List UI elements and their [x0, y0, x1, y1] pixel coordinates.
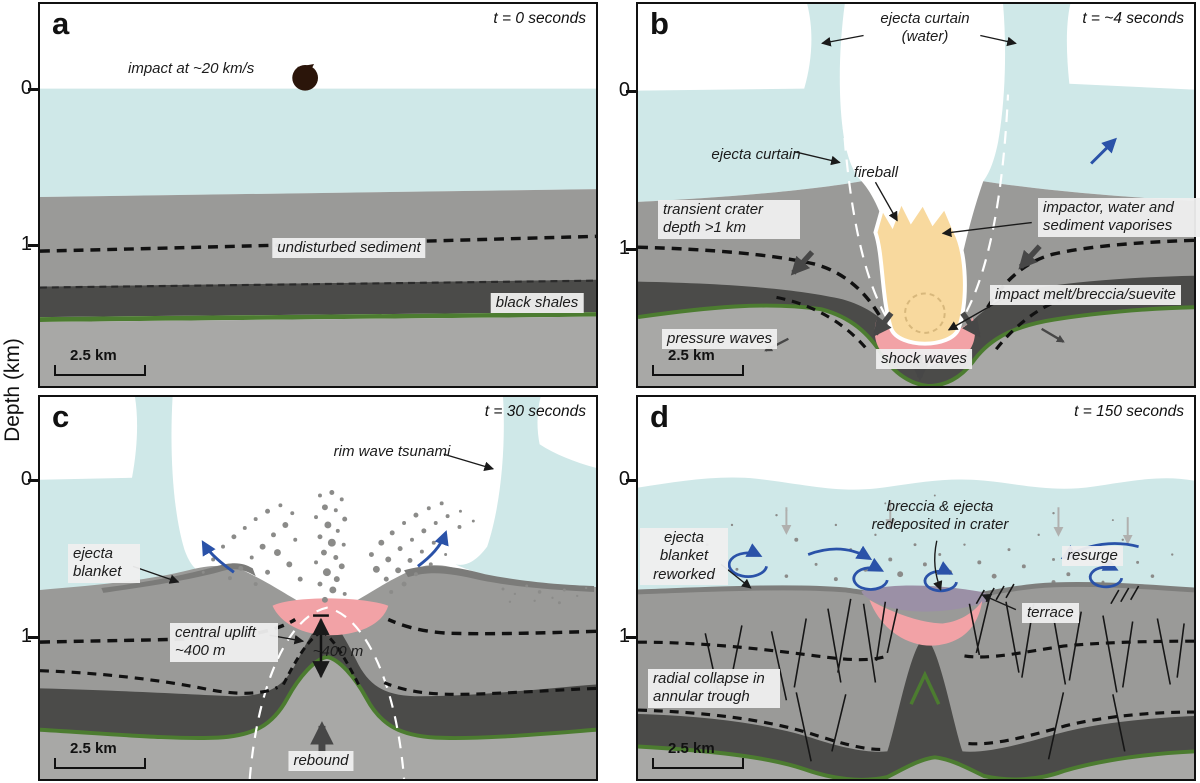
depth-tick-1: 1: [20, 625, 32, 647]
water-layer: [40, 88, 596, 197]
depth-tick-1: 1: [20, 233, 32, 255]
label-terrace: terrace: [1022, 603, 1079, 624]
depth-tick-0: 0: [618, 468, 630, 490]
scale-bar: 2.5 km: [652, 347, 744, 376]
water-inrush-blue-arrow: [1090, 137, 1117, 165]
depth-tick-0-mark: [626, 479, 636, 482]
label-radial-collapse: radial collapse in annular trough: [648, 669, 780, 708]
label-ejecta-blanket-reworked: ejecta blanket reworked: [640, 528, 728, 585]
green-marker-bed: [638, 303, 1194, 386]
label-ejecta-curtain-water: ejecta curtain (water): [880, 10, 970, 46]
depth-tick-0: 0: [20, 77, 32, 99]
depth-tick-1: 1: [618, 237, 630, 259]
label-resurge: resurge: [1062, 546, 1123, 567]
label-vaporises: impactor, water and sediment vaporises: [1038, 198, 1200, 237]
panel-timestamp: t = 150 seconds: [1074, 403, 1184, 420]
water-left-with-plume: [40, 397, 209, 590]
ejecta-blanket-right: [404, 565, 595, 592]
basement-layer: [638, 305, 1194, 386]
basement-layer: [40, 316, 596, 386]
black-shale-layer-with-uplift: [40, 617, 596, 739]
basement-layer: [40, 656, 596, 779]
label-black-shales: black shales: [490, 293, 584, 314]
panel-timestamp: t = ~4 seconds: [1082, 10, 1184, 27]
scale-bar-label: 2.5 km: [668, 740, 715, 757]
depth-tick-1-mark: [28, 244, 38, 247]
vaporised-impactor-outline: [904, 292, 946, 334]
label-shock-waves: shock waves: [876, 349, 972, 370]
panel-letter: c: [52, 399, 70, 434]
scale-bar: 2.5 km: [54, 347, 146, 376]
depth-tick-1-mark: [626, 636, 636, 639]
offset-strata-dashed-lines: [638, 639, 1194, 752]
scale-bar: 2.5 km: [54, 740, 146, 769]
panel-a: a t = 0 seconds 0 1 impact at ~20 km/s u…: [21, 2, 598, 388]
scale-bar-line: [54, 758, 146, 769]
scale-bar-label: 2.5 km: [70, 347, 117, 364]
breccia-purple-layer: [861, 585, 990, 612]
depth-tick-1-mark: [28, 636, 38, 639]
panel-timestamp: t = 0 seconds: [493, 10, 586, 27]
uplift-height-double-arrow: [312, 614, 330, 679]
scale-bar-line: [652, 365, 744, 376]
scale-bar-label: 2.5 km: [668, 347, 715, 364]
panel-timestamp: t = 30 seconds: [484, 403, 586, 420]
label-uplift-height: ~400 m: [312, 643, 364, 660]
black-shale-layer-with-uplift: [638, 637, 1194, 779]
black-shale-layer: [40, 279, 596, 318]
panel-letter: d: [650, 399, 669, 434]
panel-c: c t = 30 seconds 0 1 rim wave tsunami ej…: [21, 395, 598, 781]
ejecta-fallback-dots: [201, 490, 588, 605]
panel-b: b t = ~4 seconds 0 1 ejecta curtain (wat…: [619, 2, 1200, 388]
depth-tick-0-mark: [626, 90, 636, 93]
impactor: [292, 64, 318, 91]
fireball-shape: [873, 195, 967, 346]
label-impact-velocity: impact at ~20 km/s: [128, 60, 255, 77]
label-rim-wave: rim wave tsunami: [333, 443, 451, 460]
water-right-with-ejecta-curtain: [983, 4, 1194, 201]
depth-tick-0-mark: [28, 479, 38, 482]
panel-a-canvas: [40, 64, 596, 386]
melt-pink-layer: [869, 599, 983, 646]
depth-tick-1: 1: [618, 625, 630, 647]
water-layer: [638, 477, 1194, 601]
panel-d-canvas: [638, 477, 1194, 779]
label-undisturbed-sediment: undisturbed sediment: [272, 238, 426, 259]
label-fireball: fireball: [853, 164, 899, 181]
water-left-with-ejecta-curtain: [638, 4, 862, 202]
label-central-uplift: central uplift ~400 m: [170, 623, 278, 662]
label-ejecta-curtain: ejecta curtain: [711, 146, 801, 163]
ejecta-flow-blue-arrows: [201, 530, 449, 574]
scale-bar-line: [652, 758, 744, 769]
green-marker-bed: [638, 744, 1194, 779]
green-uplift-chevron: [909, 670, 941, 705]
label-breccia-redeposited: breccia & ejecta redeposited in crater: [871, 498, 1009, 534]
label-rebound: rebound: [288, 751, 354, 772]
scale-bar-label: 2.5 km: [70, 740, 117, 757]
panel-c-canvas: [40, 397, 596, 779]
label-ejecta-blanket: ejecta blanket: [68, 544, 140, 583]
label-pressure-waves: pressure waves: [662, 329, 778, 350]
bent-strata-dashed-lines: [638, 238, 1194, 356]
melt-pool-pink: [272, 598, 389, 636]
shale-top-dashed-horizon: [40, 279, 596, 289]
panel-letter: b: [650, 6, 669, 41]
depth-axis-label: Depth (km): [1, 338, 24, 442]
depth-tick-0: 0: [618, 79, 630, 101]
panel-letter: a: [52, 6, 70, 41]
scale-bar-line: [54, 365, 146, 376]
panel-d: d t = 150 seconds 0 1 breccia & ejecta r…: [619, 395, 1196, 781]
settling-gray-arrows: [781, 500, 1133, 545]
green-marker-bed: [40, 312, 596, 323]
scale-bar: 2.5 km: [652, 740, 744, 769]
basement-layer: [638, 746, 1194, 779]
sediment-layer: [40, 189, 596, 287]
water-right-rim-wave: [455, 397, 596, 588]
rebound-outline-dashed: [248, 606, 406, 779]
label-transient-crater: transient crater depth >1 km: [658, 200, 800, 239]
depth-tick-0: 0: [20, 468, 32, 490]
depth-tick-0-mark: [28, 88, 38, 91]
label-impact-melt: impact melt/breccia/suevite: [990, 285, 1181, 306]
depth-tick-1-mark: [626, 248, 636, 251]
